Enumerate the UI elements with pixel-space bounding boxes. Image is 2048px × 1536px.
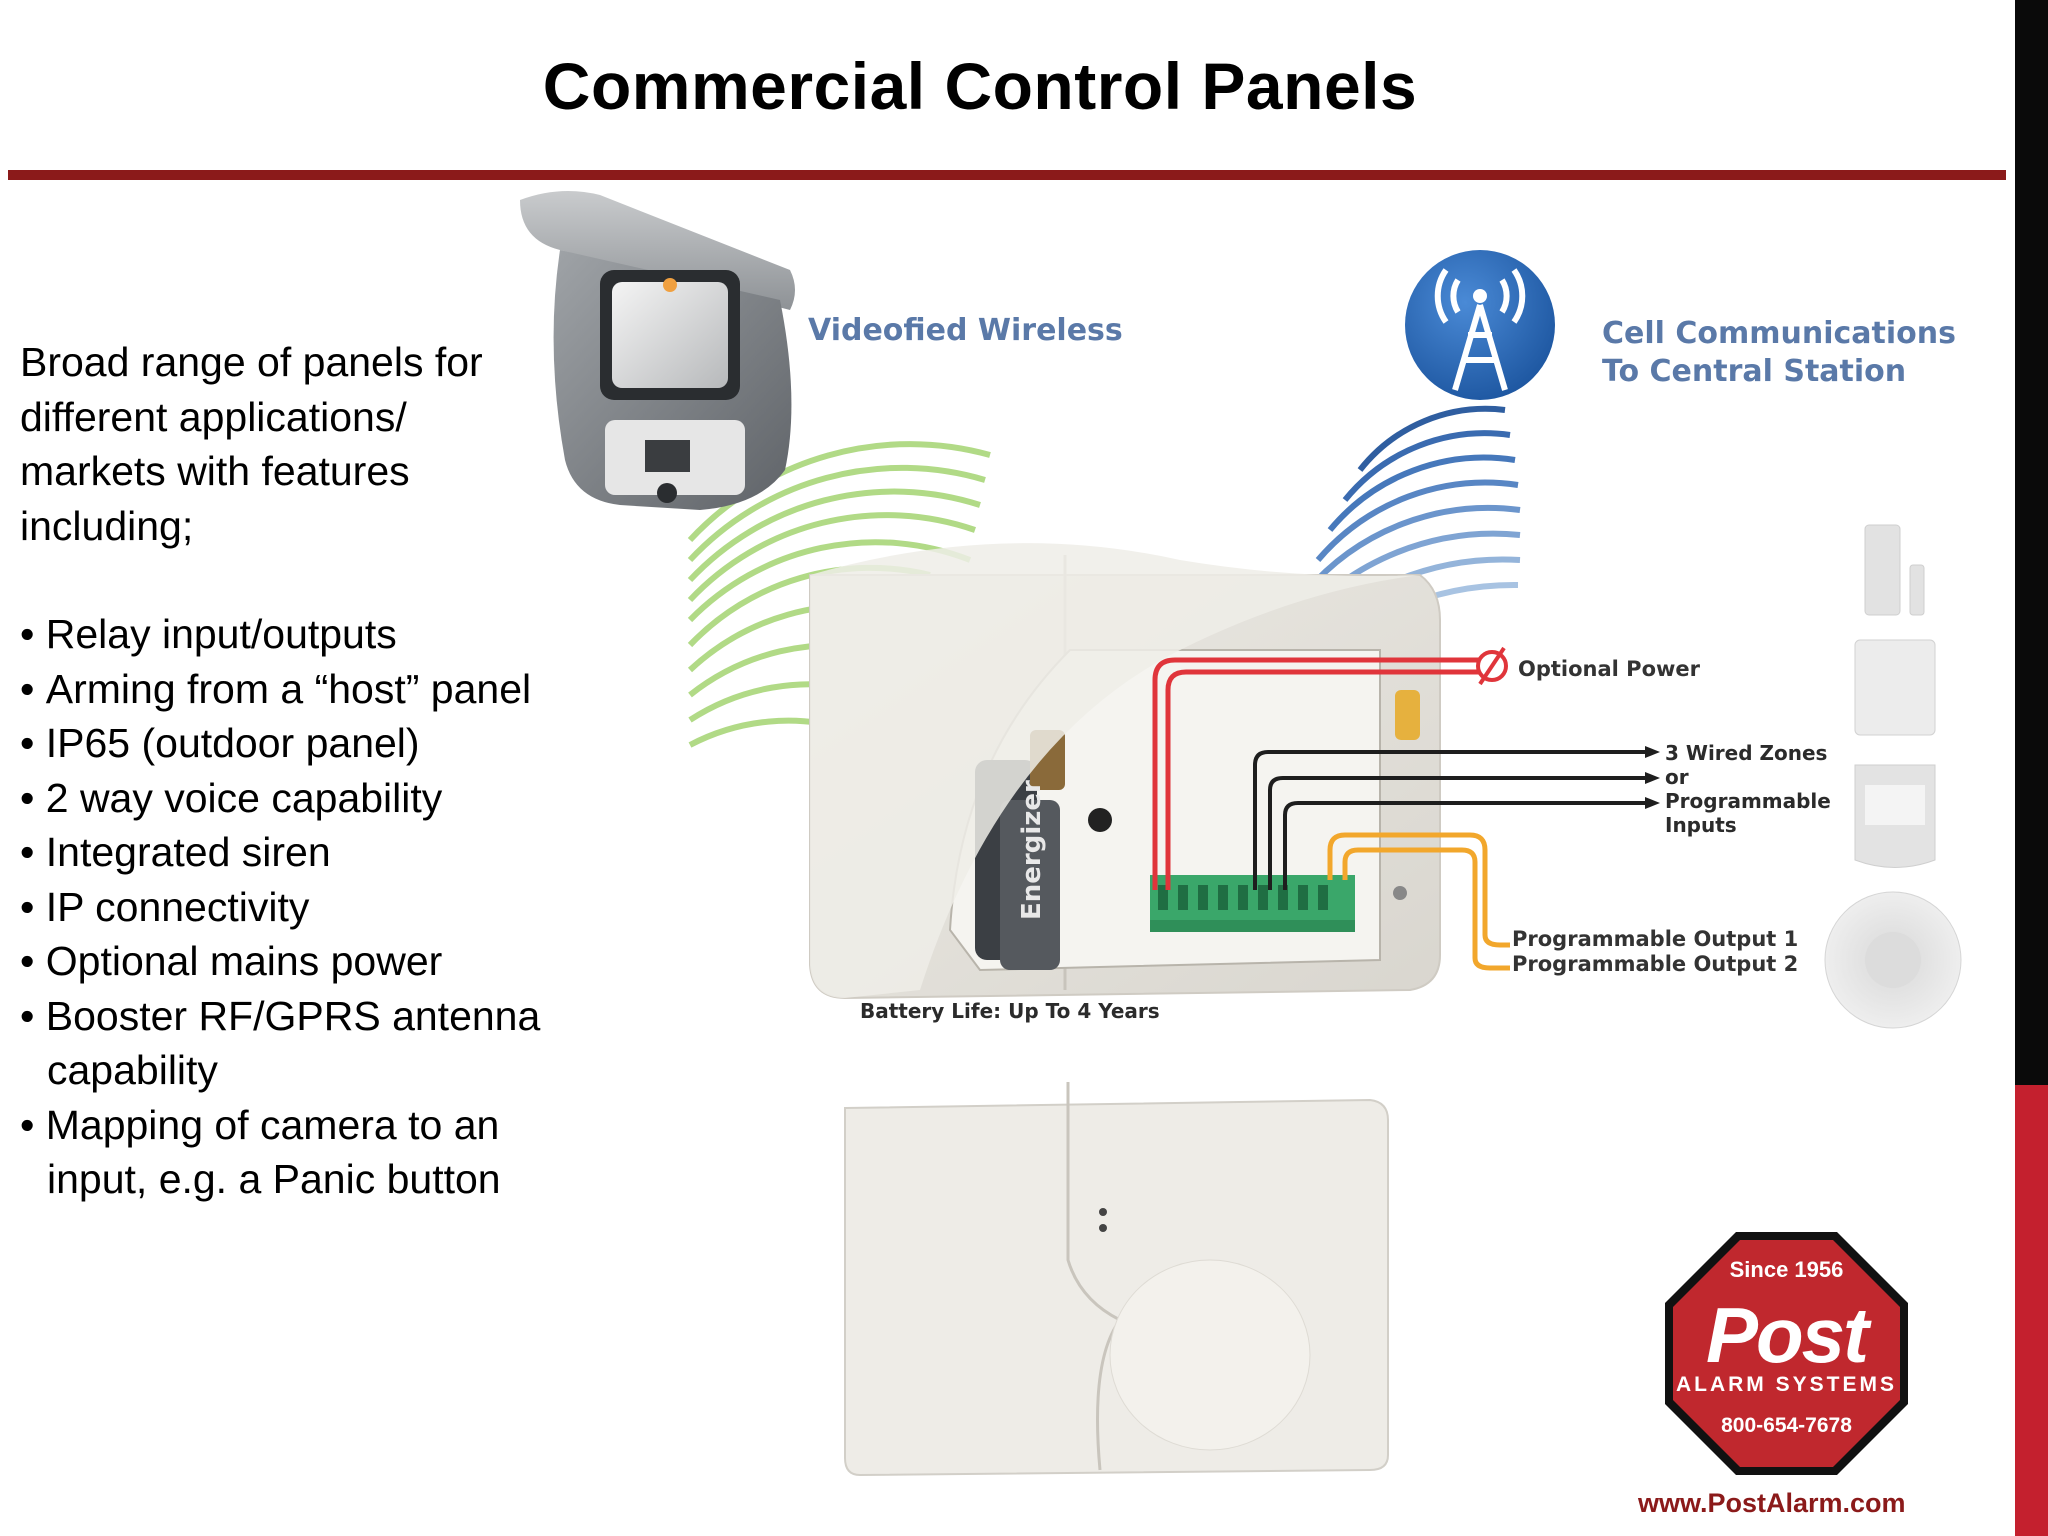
- post-alarm-logo: [1665, 1232, 1908, 1475]
- footer-url[interactable]: www.PostAlarm.com: [1638, 1488, 1906, 1518]
- closed-panel-image: [844, 1082, 1389, 1477]
- slide-title: Commercial Control Panels: [542, 49, 1418, 123]
- wired-zones-line3: Programmable: [1665, 789, 1831, 813]
- feature-item: Arming from a “host” panel: [20, 662, 560, 717]
- title-divider: [8, 170, 2006, 180]
- output1-label: Programmable Output 1: [1512, 927, 1798, 951]
- door-contact-icon: [1864, 524, 1925, 616]
- edge-strip-accent: [2015, 1085, 2048, 1536]
- smoke-detector-icon: [1824, 891, 1962, 1029]
- feature-item: IP connectivity: [20, 880, 560, 935]
- optional-power-label: Optional Power: [1518, 657, 1701, 681]
- power-plug-icon: [1476, 646, 1508, 686]
- intro-paragraph: Broad range of panels for different appl…: [20, 339, 483, 549]
- videofied-label: Videofied Wireless: [808, 313, 1123, 348]
- output-wiring: [1327, 832, 1510, 971]
- power-wiring: [1152, 657, 1480, 890]
- feature-item: IP65 (outdoor panel): [20, 716, 560, 771]
- zone-arrow-icon: [1645, 746, 1660, 809]
- motion-detector-icon: [1854, 764, 1936, 868]
- logo-phone: 800-654-7678: [1721, 1414, 1852, 1437]
- feature-item: Booster RF/GPRS antenna capability: [20, 989, 560, 1098]
- keypad-icon: [1854, 639, 1936, 736]
- zone-wiring: [1253, 750, 1655, 890]
- output2-label: Programmable Output 2: [1512, 952, 1798, 976]
- battery-brand-label: Energizer: [1017, 780, 1047, 920]
- cell-tower-icon: [1405, 250, 1555, 400]
- cell-label-line2: To Central Station: [1602, 354, 1906, 389]
- logo-subtitle: ALARM SYSTEMS: [1675, 1373, 1897, 1396]
- wired-zones-line2: or: [1665, 765, 1689, 789]
- feature-item: Integrated siren: [20, 825, 560, 880]
- feature-item: Relay input/outputs: [20, 607, 560, 662]
- feature-item: Optional mains power: [20, 934, 560, 989]
- feature-item: 2 way voice capability: [20, 771, 560, 826]
- logo-since: Since 1956: [1729, 1257, 1844, 1282]
- logo-name: Post: [1705, 1291, 1869, 1379]
- videofied-camera-image: [520, 191, 795, 510]
- edge-strip: [2015, 0, 2048, 1536]
- feature-item: Mapping of camera to an input, e.g. a Pa…: [20, 1098, 560, 1207]
- feature-list: Relay input/outputs Arming from a “host”…: [20, 607, 560, 1207]
- feature-text: Broad range of panels for different appl…: [20, 335, 560, 1207]
- control-panel-image: Energizer: [809, 543, 1441, 1000]
- battery-life-label: Battery Life: Up To 4 Years: [860, 999, 1160, 1023]
- wired-zones-line1: 3 Wired Zones: [1665, 741, 1827, 765]
- cell-label-line1: Cell Communications: [1602, 316, 1956, 351]
- wired-zones-line4: Inputs: [1665, 813, 1737, 837]
